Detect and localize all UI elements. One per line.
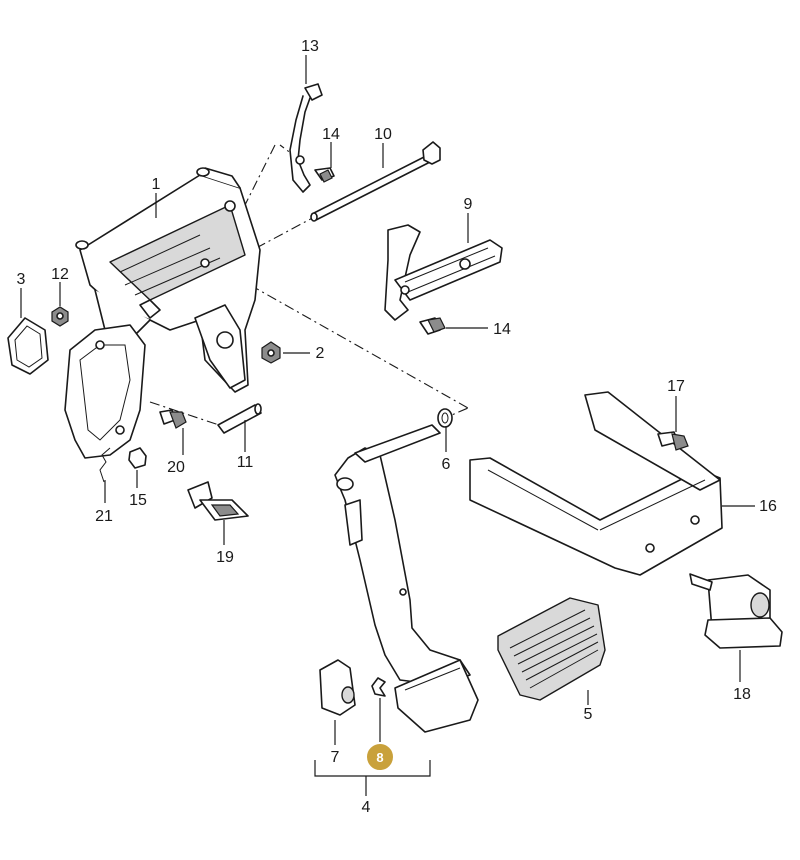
pedal-arm: [334, 424, 471, 686]
bolt-part-14-upper: [314, 167, 335, 183]
label-10: 10: [374, 126, 392, 143]
label-14-lower: 14: [493, 321, 511, 338]
label-1: 1: [152, 176, 161, 193]
pedal-pad-on-arm: [394, 659, 479, 733]
shaft-part-10: [310, 141, 441, 222]
switch-bracket-part-19: [187, 481, 249, 521]
label-11: 11: [237, 454, 254, 471]
bushing-part-6: [437, 408, 453, 428]
leader-lines: [20, 55, 755, 796]
nut-part-12: [51, 306, 69, 327]
label-18: 18: [733, 686, 751, 703]
bolt-part-17: [657, 431, 689, 451]
label-7: 7: [331, 749, 340, 766]
label-13: 13: [301, 38, 319, 55]
bolt-part-20: [159, 409, 187, 429]
bolt-part-15: [128, 447, 147, 469]
frame-bracket-part-16: [469, 391, 723, 576]
sensor-part-18: [689, 573, 783, 649]
label-17: 17: [667, 378, 685, 395]
label-15: 15: [129, 492, 147, 509]
side-plate: [64, 324, 146, 459]
label-5: 5: [584, 706, 593, 723]
label-16: 16: [759, 498, 777, 515]
rod-link-part-13: [289, 83, 323, 193]
nut-part-2: [261, 341, 281, 364]
label-9: 9: [464, 196, 473, 213]
label-19: 19: [216, 549, 234, 566]
label-2: 2: [316, 345, 325, 362]
clip-part-21: [99, 447, 111, 483]
label-6: 6: [442, 456, 451, 473]
highlight-badge-circle[interactable]: [365, 742, 395, 772]
label-8[interactable]: 8: [376, 750, 383, 765]
gasket-plate-part-3: [7, 317, 49, 375]
pedal-bracket-part-1: [75, 167, 261, 393]
label-12: 12: [51, 266, 69, 283]
part-labels: 1 2 3 4 5 6 7 9 10 11 12 13 14 14 15 16 …: [17, 38, 777, 816]
label-21: 21: [95, 508, 113, 525]
pin-part-11: [217, 403, 262, 434]
label-3: 3: [17, 271, 26, 288]
pedal-pad-part-5: [497, 597, 606, 701]
label-20: 20: [167, 459, 185, 476]
bolt-part-14-lower: [419, 317, 446, 335]
label-4: 4: [362, 799, 371, 816]
pivot-block-part-7: [319, 659, 356, 716]
label-14-upper: 14: [322, 126, 340, 143]
lever-bracket-part-9: [384, 224, 503, 321]
highlight-badge-part-8[interactable]: 8: [365, 742, 395, 772]
clip-part-8: [371, 677, 386, 697]
